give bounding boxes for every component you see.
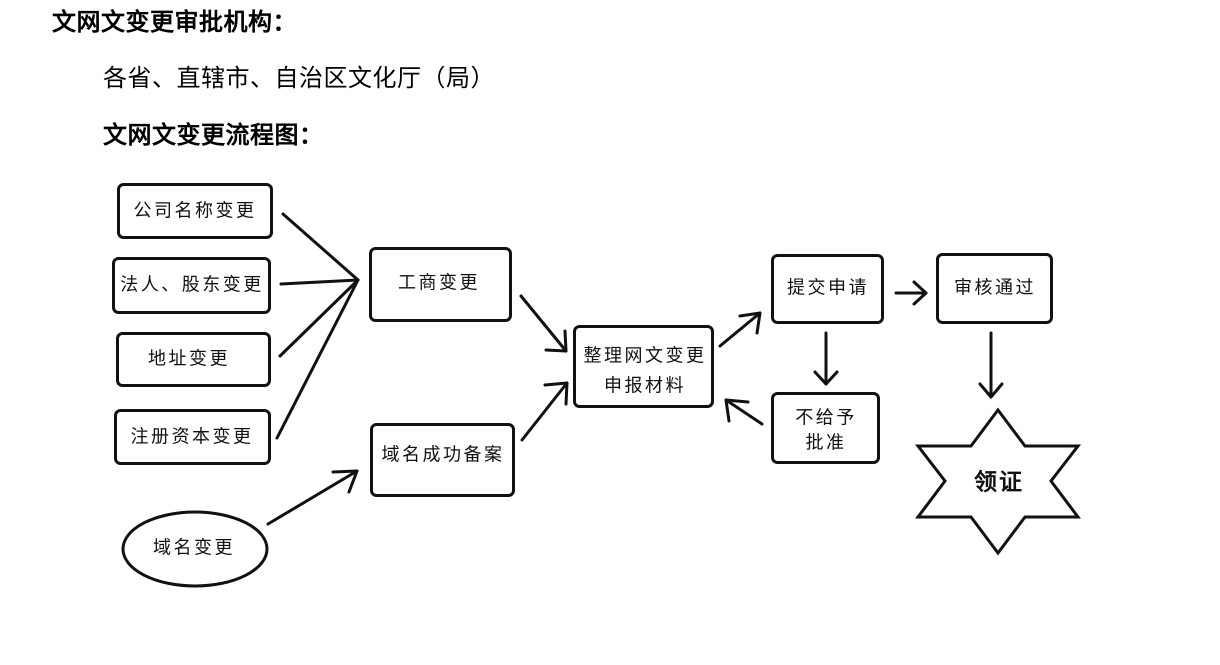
approval-authority-text: 各省、直辖市、自治区文化厅（局） [103,64,495,92]
arrow-shaft [724,398,764,426]
node-box [771,392,880,464]
node-box [112,257,271,314]
arrow-head-icon [724,398,750,423]
node-label: 法人、股东变更 [120,275,264,296]
arrow-head-icon [331,469,359,494]
node-label: 地址变更 [148,349,230,370]
connector-legal-rep-shareholder [279,278,360,286]
arrow-head-icon [738,311,762,335]
node-label: 公司名称变更 [134,201,257,222]
node-label-line-2: 申报材料 [604,376,686,397]
arrow-not-approved-to-prepare [724,398,764,426]
node-address-change: 地址变更 [116,332,271,387]
node-box [114,409,271,465]
arrow-submit-to-approved [894,280,928,306]
node-box [117,183,273,239]
connector-company-name [281,212,360,282]
node-prepare-materials: 整理网文变更 申报材料 [573,325,714,408]
arrow-head-icon [813,370,839,386]
node-label: 提交申请 [787,278,869,299]
arrow-approved-to-license [978,331,1004,399]
node-company-name-change: 公司名称变更 [117,183,273,239]
node-business-registration-change: 工商变更 [369,247,512,322]
arrow-submit-to-not-approved [813,331,839,386]
arrow-head-icon [912,280,928,306]
node-label-line-1: 整理网文变更 [584,346,707,367]
flowchart-heading: 文网文变更流程图： [103,120,324,149]
node-box [370,423,515,497]
arrow-shaft [718,311,762,348]
connector-registered-capital [275,278,360,440]
node-domain-filing-success: 域名成功备案 [370,423,515,497]
node-obtain-license: 领证 [914,407,1082,556]
node-legal-rep-shareholder-change: 法人、股东变更 [112,257,271,314]
node-label: 注册资本变更 [131,427,254,448]
node-label-line-1: 不给予 [795,408,857,429]
star-icon [914,407,1082,556]
arrow-head-icon [978,382,1004,399]
connector-address [278,278,360,358]
node-not-approved: 不给予 批准 [771,392,880,464]
node-ellipse [121,510,269,588]
connectors-to-business-registration [275,212,360,440]
node-label: 审核通过 [954,278,1036,299]
node-box [369,247,512,322]
node-label: 工商变更 [398,273,480,294]
node-box [116,332,271,387]
arrow-shaft [266,469,359,526]
node-box [771,254,884,324]
node-label: 领证 [974,469,1024,496]
approval-authority-heading: 文网文变更审批机构： [52,7,297,36]
node-box [573,325,714,408]
node-submit-application: 提交申请 [771,254,884,324]
arrow-domain-change-to-filing [266,469,359,526]
node-label: 域名变更 [153,538,235,559]
arrow-business-to-prepare [519,294,568,353]
arrow-shaft [520,381,569,442]
arrow-head-icon [544,329,568,353]
arrow-prepare-to-submit [718,311,762,348]
node-label-line-2: 批准 [806,433,847,454]
node-approved: 审核通过 [936,253,1053,324]
node-registered-capital-change: 注册资本变更 [114,409,271,465]
arrow-shaft [519,294,568,353]
node-box [936,253,1053,324]
node-label: 域名成功备案 [382,445,505,466]
arrow-domain-filing-to-prepare [520,381,569,442]
arrow-head-icon [543,381,569,406]
node-domain-change: 域名变更 [121,510,269,588]
